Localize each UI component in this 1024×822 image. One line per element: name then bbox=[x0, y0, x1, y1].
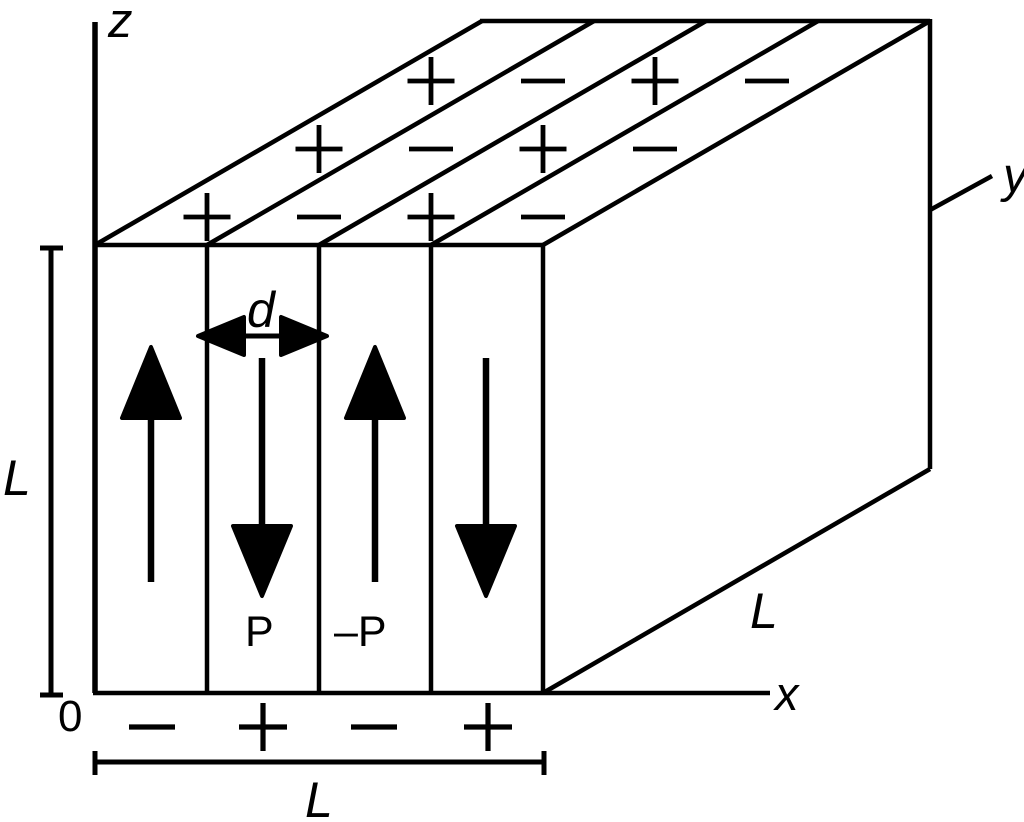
svg-text:x: x bbox=[773, 667, 800, 720]
svg-text:–P: –P bbox=[334, 608, 387, 656]
svg-text:L: L bbox=[750, 583, 778, 639]
svg-text:y: y bbox=[1000, 149, 1024, 203]
svg-text:z: z bbox=[107, 0, 133, 48]
svg-text:d: d bbox=[247, 282, 277, 338]
svg-text:P: P bbox=[245, 608, 274, 656]
svg-text:L: L bbox=[3, 450, 31, 506]
svg-text:0: 0 bbox=[58, 692, 82, 741]
svg-text:L: L bbox=[305, 772, 333, 822]
